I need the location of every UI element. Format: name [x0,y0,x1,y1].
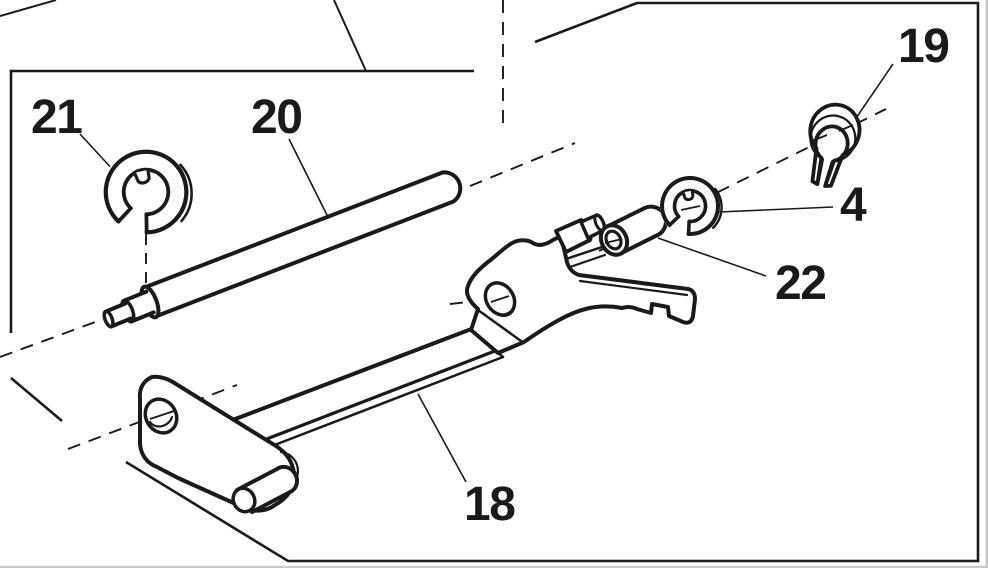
part-18-lever-bracket [137,326,505,514]
part-21-e-ring [102,147,193,237]
part-labels: 21 20 19 4 22 18 [31,20,950,531]
axis-tick-marks [145,124,854,420]
label-22: 22 [775,257,825,310]
label-20: 20 [251,91,301,144]
label-19: 19 [898,20,948,73]
part-4-e-ring [659,175,723,237]
label-21: 21 [31,91,82,144]
leader-22 [657,237,767,277]
leader-21 [79,133,115,172]
offpage-reference-lines [0,0,367,72]
leader-18 [417,393,467,483]
label-18: 18 [464,478,515,531]
leader-4 [718,206,834,213]
part-18-lever-arm [465,213,697,355]
part-19-spring-clip [807,102,862,190]
part-20-shaft [102,170,463,329]
shaft-axis-left [0,320,99,358]
leader-lines [79,63,894,483]
page-edge-right [985,0,988,568]
leader-19 [851,63,894,125]
drawing-frame [9,1,980,563]
leader-20 [288,138,329,218]
shaft-axis-right [469,142,576,187]
page-edge-bottom [0,565,988,568]
part-22-bushing [598,204,668,257]
anchor-plate [137,374,297,513]
label-4: 4 [840,179,867,232]
